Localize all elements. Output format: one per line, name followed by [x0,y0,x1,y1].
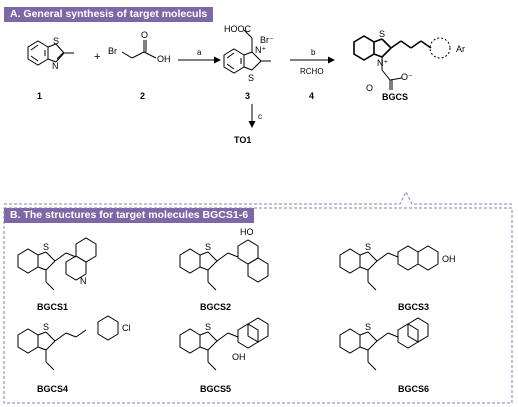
bgcs5-label: BGCS5 [200,384,231,394]
compound-1-label: 1 [37,91,42,101]
compound-3-Br-minus: Br⁻ [260,35,274,45]
arrow-b-label: b [311,48,316,57]
compound-1-structure [27,40,74,66]
bgcs5-HO: OH [232,352,246,362]
compound-4-label: 4 [309,91,314,101]
bgcs2-label: BGCS2 [200,302,231,312]
bgcs5-S: S [205,322,211,332]
bgcs-general-O-minus: O⁻ [401,72,413,82]
compound-3-structure [223,29,271,74]
compound-3-S: S [248,73,254,83]
bgcs3-label: BGCS3 [398,302,429,312]
arrow-a-label: a [197,48,202,57]
compound-3-HOOC: HOOC [224,24,252,34]
compound-1-S: S [53,36,59,46]
compound-3-N-plus: N⁺ [255,45,266,55]
bgcs2-structure [179,239,269,291]
bgcs4-structure [17,315,119,371]
bgcs-general-O: O [366,83,373,93]
section-b-frame [3,207,513,404]
arrow-c-label: c [258,112,262,121]
bgcs5-structure [179,317,269,371]
bgcs3-OH: OH [442,254,456,264]
bgcs-general-S: S [379,29,385,39]
compound-3-label: 3 [245,91,250,101]
bgcs4-Cl: Cl [122,323,131,333]
bgcs6-label: BGCS6 [398,384,429,394]
bgcs-general-N: N⁺ [377,58,388,68]
bgcs4-S: S [43,322,49,332]
bgcs1-S: S [43,242,49,252]
bgcs-general-label: BGCS [382,92,408,102]
bgcs2-HO: HO [240,227,254,237]
bgcs-general-structure [353,35,432,61]
bgcs1-N: N [80,276,87,286]
reagent-rcho: RCHO [300,67,324,76]
compound-2-Br: Br [108,46,117,56]
bgcs6-structure [339,317,429,371]
plus-sign: + [94,51,100,63]
bgcs3-S: S [365,242,371,252]
bgcs6-S: S [365,322,371,332]
compound-2-O: O [141,30,148,40]
compound-2-OH: OH [157,54,171,64]
bgcs2-S: S [205,242,211,252]
compound-TO1-label: TO1 [234,135,251,145]
bgcs4-label: BGCS4 [37,384,68,394]
compound-1-N: N [52,61,59,71]
bgcs1-label: BGCS1 [37,302,68,312]
bgcs1-structure [17,237,97,291]
bgcs3-structure [339,245,439,291]
compound-2-label: 2 [140,91,145,101]
bgcs-general-sidechain [381,37,451,90]
bgcs-general-Ar: Ar [456,44,465,54]
section-b-title: B. The structures for target molecules B… [4,208,255,223]
section-divider [4,190,512,205]
section-a-title: A. General synthesis of target moleculs [4,7,214,22]
compound-2-structure [121,40,157,59]
